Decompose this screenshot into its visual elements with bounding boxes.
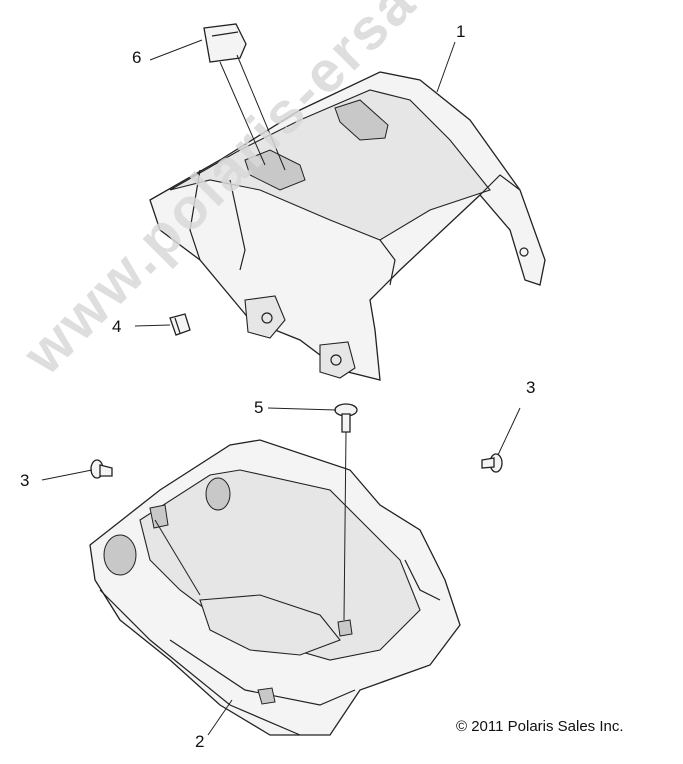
callout-2: 2 [195, 732, 205, 751]
callout-3-left: 3 [20, 471, 30, 490]
part-6-clip [203, 23, 247, 63]
callout-1: 1 [456, 22, 466, 41]
part-3-screw-left [90, 459, 113, 479]
callout-6: 6 [132, 48, 142, 67]
leader-lines [41, 39, 521, 736]
callout-3-right: 3 [526, 378, 536, 397]
part-5-screw [334, 403, 358, 433]
part-3-screw-right [481, 453, 503, 473]
copyright-text: © 2011 Polaris Sales Inc. [456, 718, 624, 735]
part-1-upper-cover [149, 71, 546, 381]
part-4-nut [169, 313, 191, 336]
part-2-lower-console [89, 439, 461, 736]
callout-5: 5 [254, 398, 264, 417]
callout-4: 4 [112, 317, 122, 336]
